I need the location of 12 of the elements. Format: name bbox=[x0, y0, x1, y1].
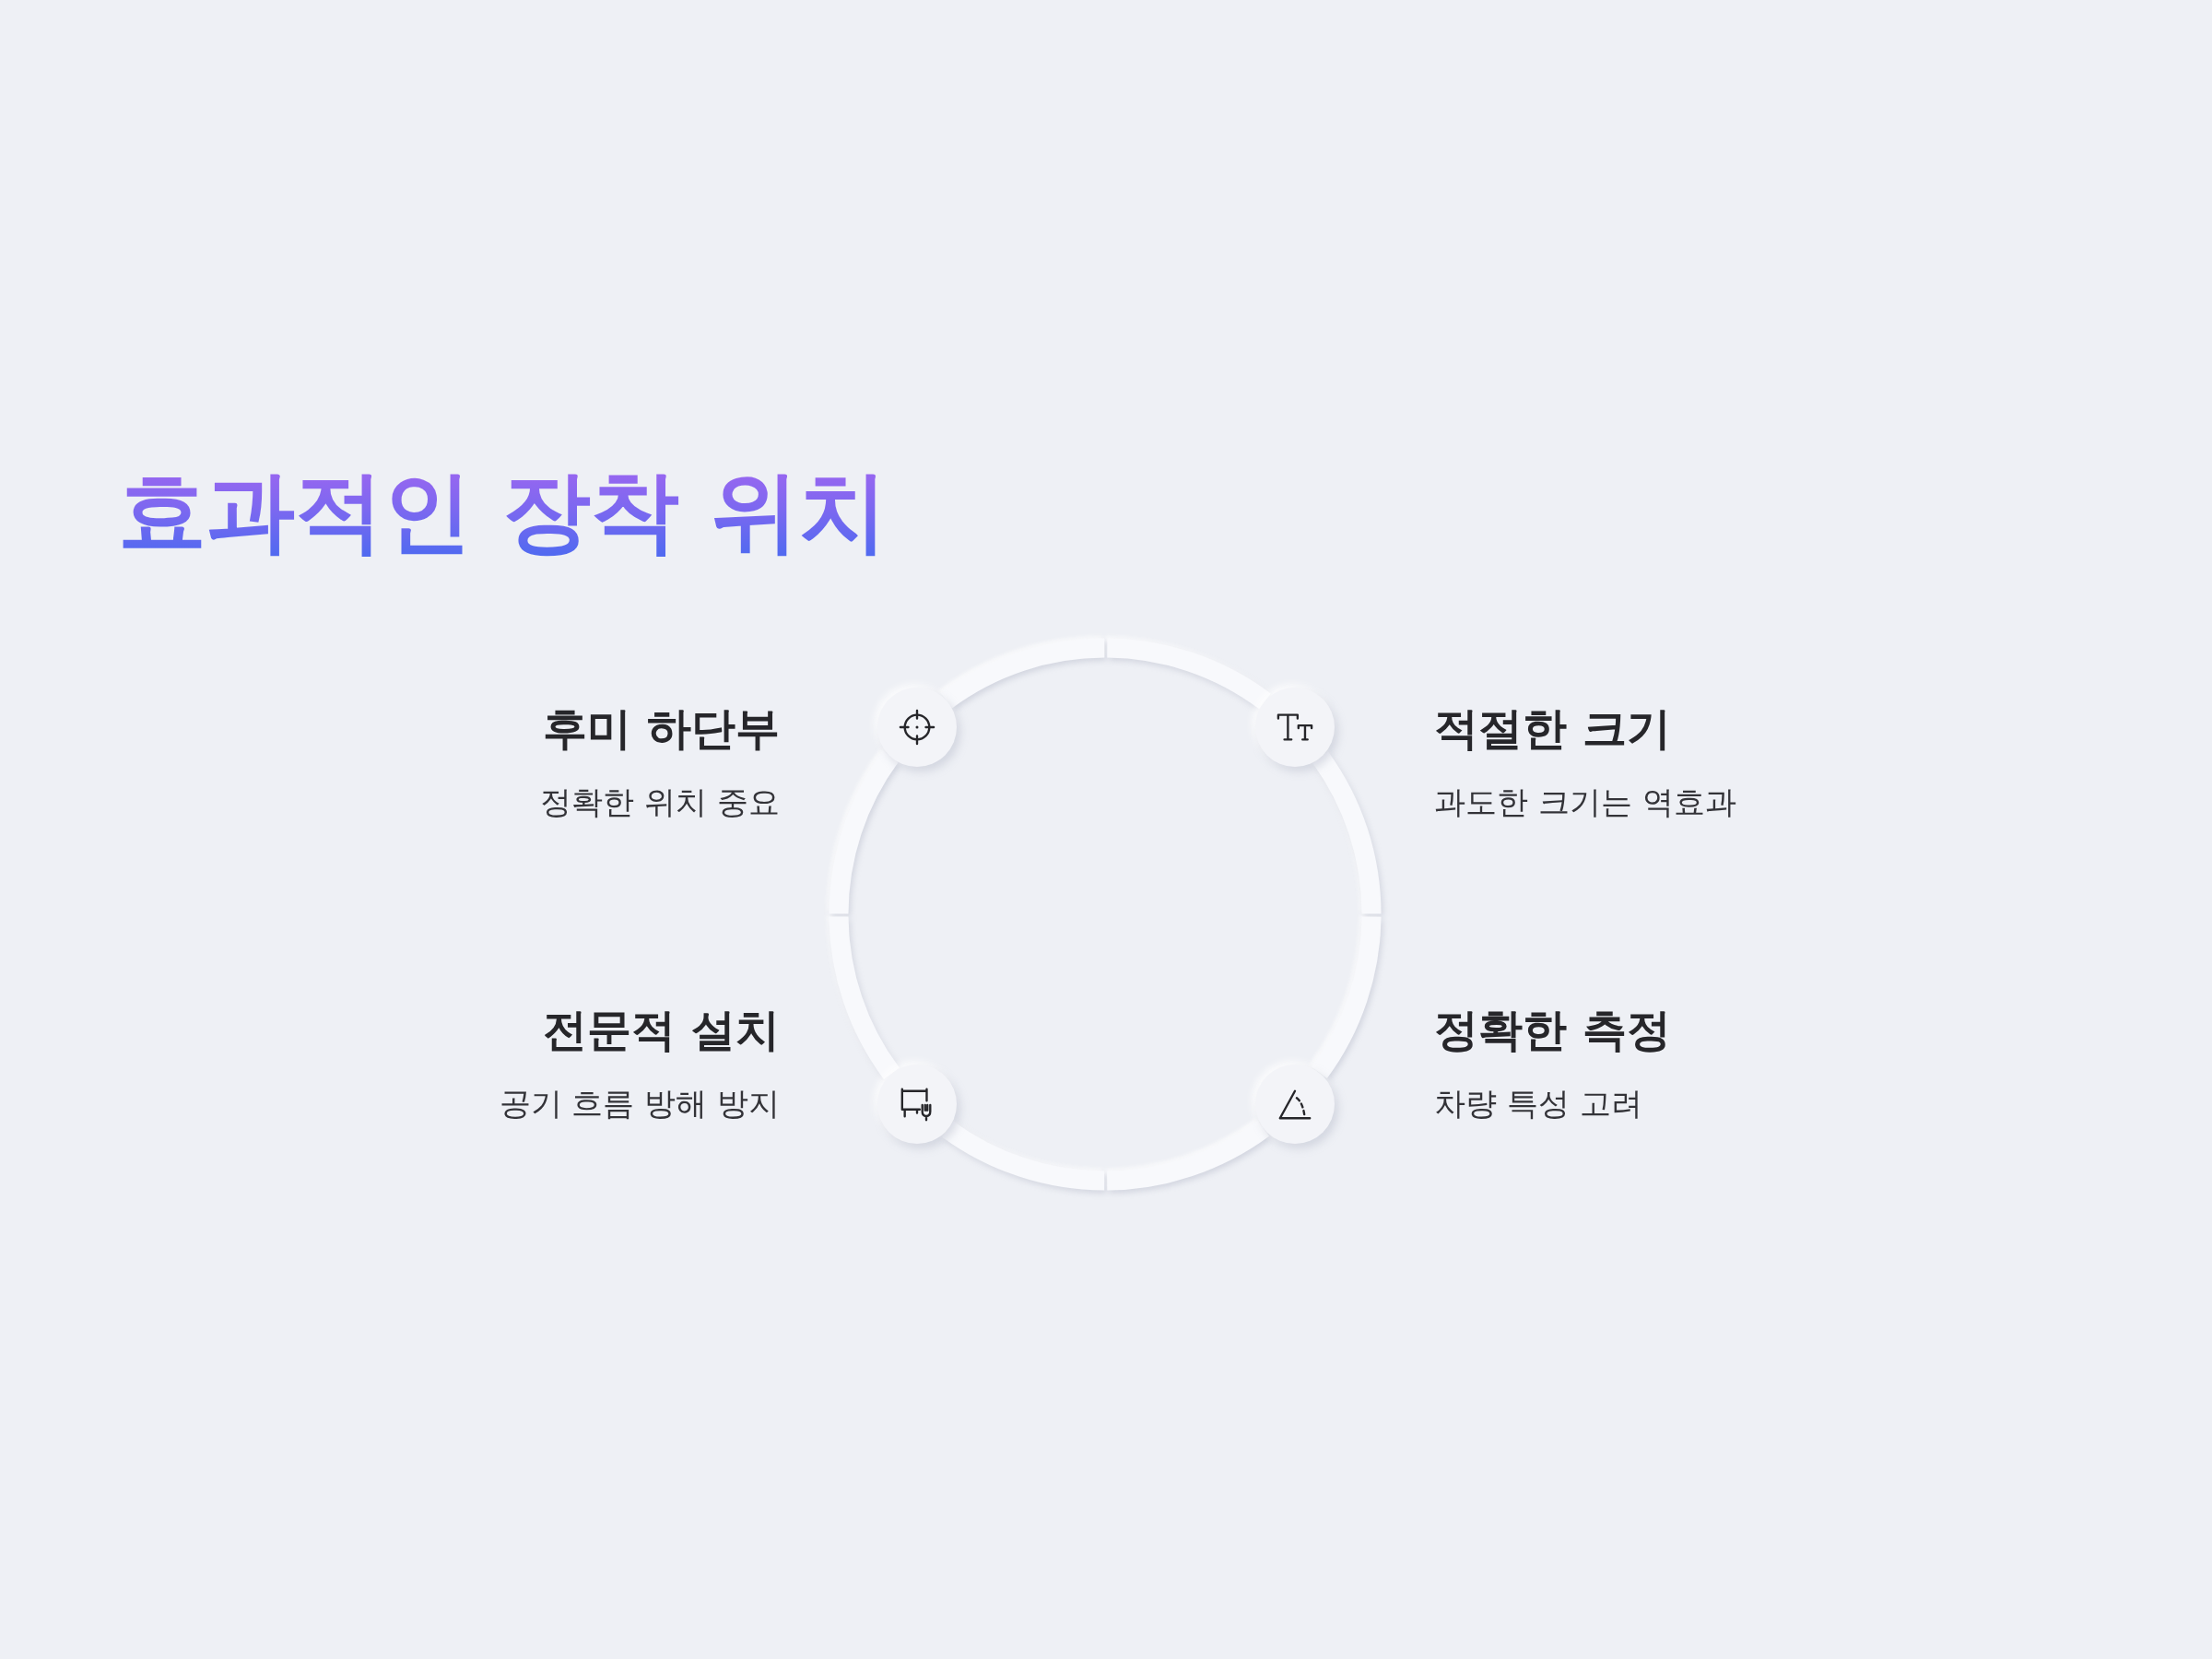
item-description: 정확한 위치 중요 bbox=[540, 782, 780, 822]
item-description: 차량 특성 고려 bbox=[1434, 1084, 1642, 1124]
item-heading: 전문적 설치 bbox=[543, 1004, 780, 1057]
item-description: 공기 흐름 방해 방지 bbox=[499, 1084, 780, 1124]
item-heading: 후미 하단부 bbox=[543, 702, 780, 756]
ring-arc bbox=[942, 1120, 1269, 1191]
ring-arc bbox=[1311, 752, 1382, 1078]
item-heading: 적절한 크기 bbox=[1434, 702, 1671, 756]
ring-arc bbox=[941, 638, 1271, 710]
item-heading: 정확한 측정 bbox=[1434, 1004, 1671, 1057]
item-description: 과도한 크기는 역효과 bbox=[1434, 782, 1736, 822]
ring-arc bbox=[829, 751, 900, 1079]
